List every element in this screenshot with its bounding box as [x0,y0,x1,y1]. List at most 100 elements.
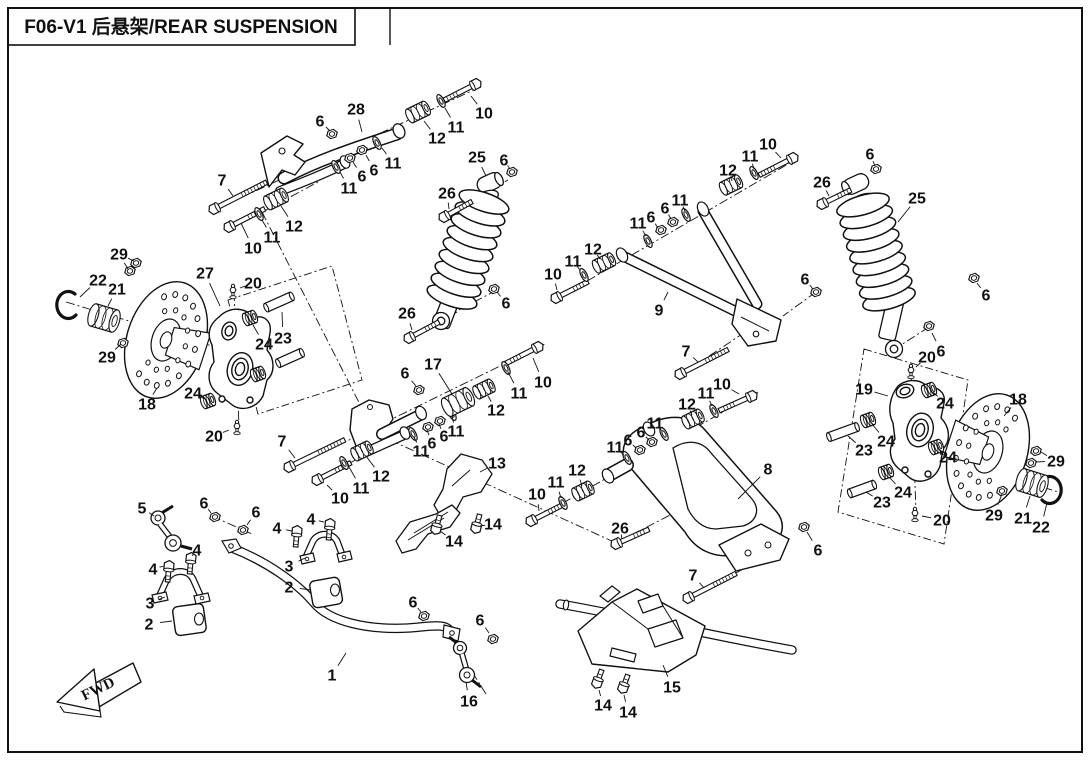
callout-6: 6 [401,366,410,383]
washer [579,268,589,282]
leader-line [426,429,430,436]
bushing [571,480,595,502]
leader-line [751,163,755,170]
bushing-cup [859,411,877,429]
leader-line [496,291,501,297]
callout-10: 10 [759,137,777,154]
leader-line [423,120,431,130]
callout-22: 22 [1032,520,1050,537]
grease-fitting [233,419,241,436]
bushing-cup [199,392,217,410]
leader-line [252,324,259,335]
leader-line [481,166,487,177]
leader-line [872,161,876,167]
callout-6: 6 [358,169,367,186]
disc-hole [956,439,963,447]
bushing-cup [249,365,267,383]
callout-6: 6 [624,433,633,450]
leader-line [365,154,370,162]
bushing [718,174,744,196]
nut [488,283,500,295]
leader-line [444,107,451,118]
leader-line [897,206,911,223]
callout-24: 24 [939,450,957,467]
disc-hole [986,491,993,499]
callout-20: 20 [918,350,936,367]
callout-21: 21 [108,282,126,299]
callout-10: 10 [475,106,493,123]
leader-line [288,449,296,459]
callout-25: 25 [908,191,926,208]
knuckle-right [889,379,950,482]
callout-4: 4 [193,543,202,560]
leader-line [642,230,647,237]
callout-11: 11 [742,149,759,166]
bolt [616,673,631,694]
leader-line [479,524,486,527]
disc-hole [958,482,964,490]
callout-14: 14 [619,705,637,722]
nut [344,152,356,164]
bolt [469,513,483,534]
leader-line [365,455,375,468]
bushing [1015,468,1049,498]
callout-10: 10 [528,487,546,504]
nut [968,272,980,284]
callout-28: 28 [347,102,365,119]
leader-line [915,362,921,368]
washer [436,94,446,108]
nut [634,444,646,456]
disc-hole [975,494,982,501]
leader-line [487,395,492,402]
nut [798,521,810,533]
callout-6: 6 [647,210,656,227]
bolt [610,526,651,551]
leader-line [298,557,306,562]
leader-line [239,285,246,289]
leader-line [579,479,583,487]
bolt [290,524,303,548]
callout-12: 12 [372,469,390,486]
brake-discs [123,280,1031,512]
callout-7: 7 [278,434,287,451]
leader-line [598,689,602,697]
leader-line [775,151,782,159]
leader-line [470,95,478,105]
callout-1: 1 [328,668,337,685]
disc-hole [975,478,981,485]
callout-6: 6 [801,272,810,289]
leader-line [159,620,173,624]
callout-12: 12 [568,463,586,480]
disc-hole [967,471,973,478]
callout-12: 12 [285,219,303,236]
callout-26: 26 [611,521,629,538]
reference-box [227,265,363,415]
callout-23: 23 [274,331,292,348]
leader-line [532,357,540,373]
coil-springs [426,189,916,312]
leader-line [596,254,601,260]
leader-line [737,476,761,500]
callout-11: 11 [630,216,647,233]
leader-line [692,357,699,363]
grease-fitting [907,363,915,380]
leader-line [537,504,540,512]
callout-11: 11 [353,481,370,498]
leader-line [159,565,165,568]
bushing [405,100,431,124]
leader-line [246,519,251,526]
callout-20: 20 [933,513,951,530]
leader-line [663,291,669,301]
callout-12: 12 [428,131,446,148]
axis-line [389,439,615,543]
disc-hole [173,307,179,314]
nut [667,216,679,228]
disc-hole [175,372,182,380]
callout-6: 6 [428,436,437,453]
callout-20: 20 [244,276,262,293]
disc-hole [162,308,168,315]
callout-6: 6 [982,288,991,305]
leader-line [847,435,857,444]
